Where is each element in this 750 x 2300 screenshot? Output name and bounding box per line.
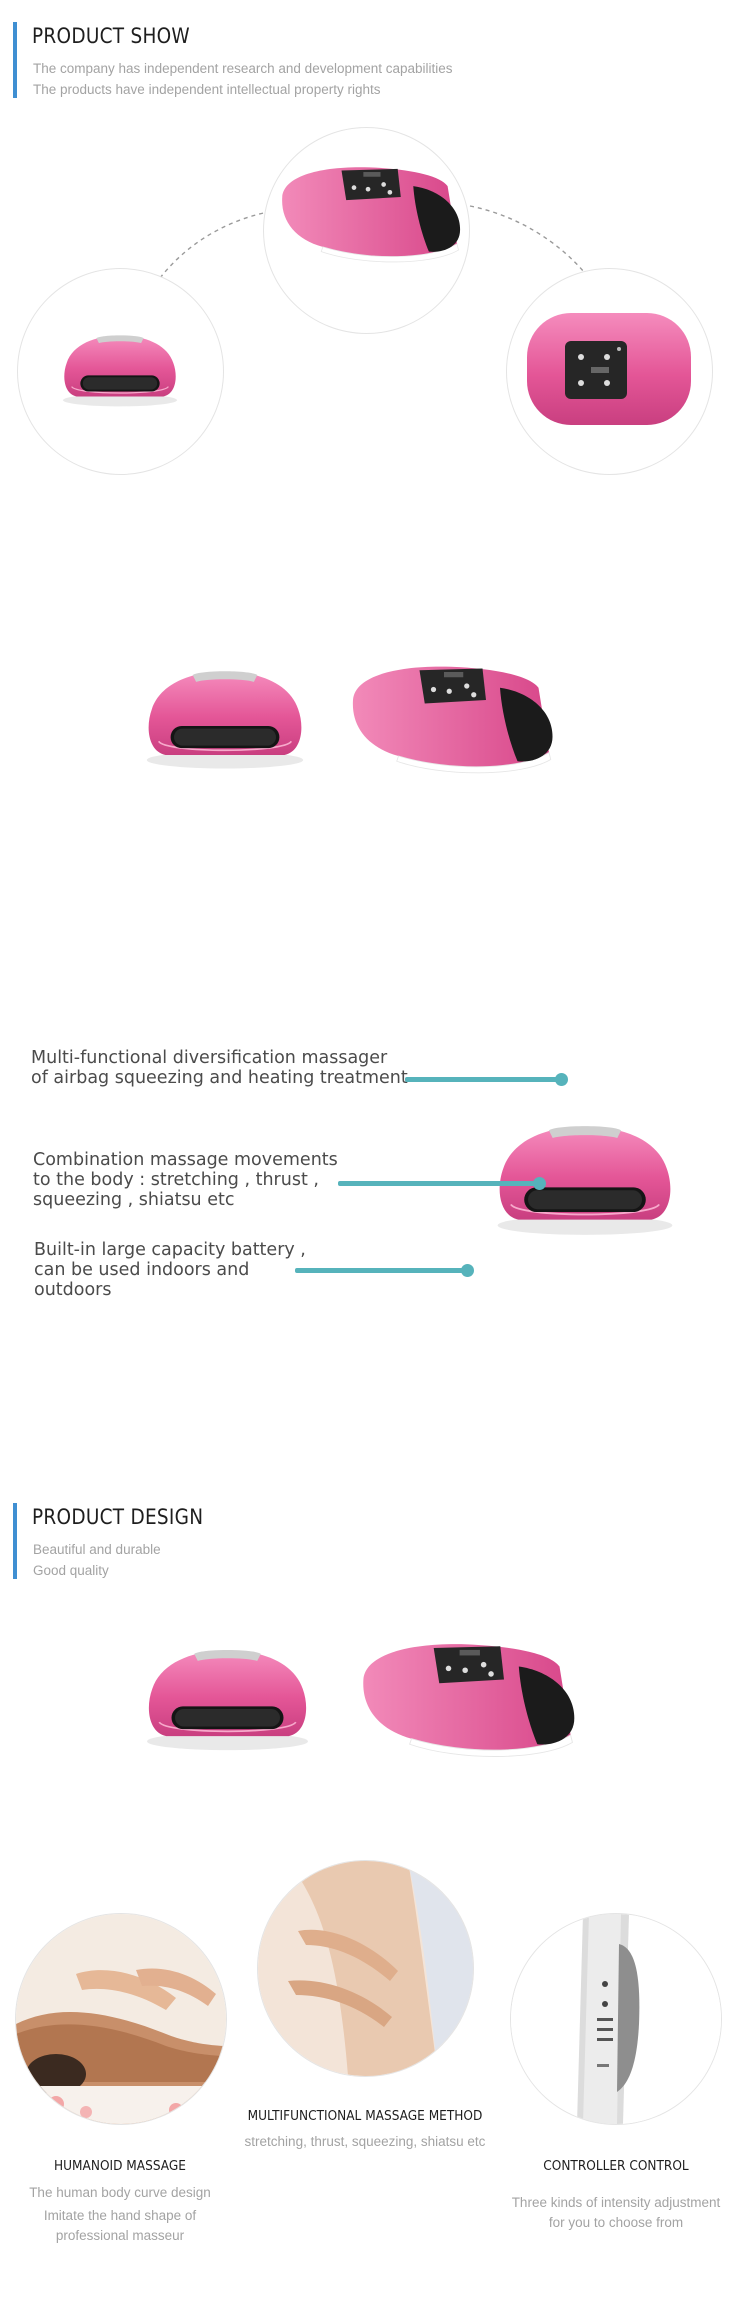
product-image-front: [146, 1649, 309, 1751]
photo-circle-multifunctional: [257, 1860, 474, 2077]
photo-circle-controller: [510, 1913, 722, 2125]
caption-line: The human body curve design: [29, 2185, 211, 2200]
caption-title-controller: CONTROLLER CONTROL: [543, 2158, 689, 2174]
product-circle-right: [506, 268, 713, 475]
section-accent-bar: [13, 1503, 17, 1579]
product-circle-left: [17, 268, 224, 475]
caption-line: stretching, thrust, squeezing, shiatsu e…: [244, 2134, 486, 2149]
product-circle-top: [263, 127, 470, 334]
dashed-connector: [159, 205, 585, 279]
feature-pointer-dot: [555, 1073, 568, 1086]
section-title-product-show: PRODUCT SHOW: [32, 24, 190, 48]
photo-circle-humanoid: [15, 1913, 227, 2125]
feature-text-1: Multi-functional diversification massage…: [31, 1048, 408, 1088]
product-image-angle: [352, 666, 553, 774]
feature-pointer-line: [338, 1181, 538, 1186]
feature-pointer-dot: [533, 1177, 546, 1190]
feature-pointer-dot: [461, 1264, 474, 1277]
product-image-angle: [362, 1643, 575, 1757]
caption-title-humanoid: HUMANOID MASSAGE: [54, 2158, 186, 2174]
section-title-product-design: PRODUCT DESIGN: [32, 1505, 204, 1529]
feature-product-image: [496, 1125, 674, 1236]
section-subtitle-line: The products have independent intellectu…: [33, 82, 381, 97]
product-image-front: [145, 670, 305, 770]
feature-text-3: Built-in large capacity battery ,can be …: [34, 1240, 306, 1300]
feature-pointer-line: [295, 1268, 465, 1273]
caption-line: for you to choose from: [548, 2215, 684, 2230]
caption-line: Three kinds of intensity adjustment: [511, 2195, 721, 2210]
section-subtitle-line: The company has independent research and…: [33, 61, 453, 76]
caption-line: professional masseur: [55, 2228, 185, 2243]
caption-line: Imitate the hand shape of: [43, 2208, 197, 2223]
feature-pointer-line: [405, 1077, 561, 1082]
section-accent-bar: [13, 22, 17, 98]
section-subtitle-line: Beautiful and durable: [33, 1542, 161, 1557]
caption-title-multifunctional: MULTIFUNCTIONAL MASSAGE METHOD: [247, 2108, 483, 2124]
section-subtitle-line: Good quality: [33, 1563, 109, 1578]
